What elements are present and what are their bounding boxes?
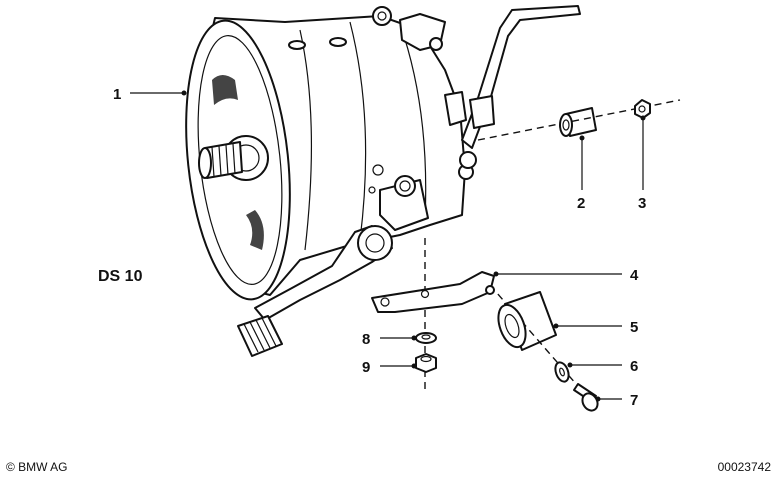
screw (573, 383, 599, 412)
rubber-bushing (559, 107, 597, 137)
callout-4: 4 (630, 267, 639, 284)
callout-5: 5 (630, 319, 638, 336)
callout-2: 2 (577, 195, 585, 212)
callout-9: 9 (362, 359, 370, 376)
lock-washer (415, 332, 437, 344)
kick-start-lever (237, 225, 393, 357)
transmission-housing (185, 6, 474, 301)
small-nut (634, 99, 651, 119)
rubber-buffer (497, 291, 557, 351)
diagram-code: 00023742 (717, 460, 771, 474)
callout-1: 1 (113, 86, 121, 103)
hex-nut (415, 353, 437, 373)
model-label: DS 10 (98, 268, 143, 285)
callout-7: 7 (630, 392, 638, 409)
lever-bracket (371, 271, 495, 313)
copyright-notice: © BMW AG (6, 460, 68, 474)
leader-lines (130, 92, 644, 400)
callout-3: 3 (638, 195, 646, 212)
gear-shift-lever (459, 5, 581, 169)
callout-8: 8 (362, 331, 370, 348)
callout-6: 6 (630, 358, 638, 375)
washer (554, 361, 570, 383)
leader-dots (181, 90, 646, 402)
